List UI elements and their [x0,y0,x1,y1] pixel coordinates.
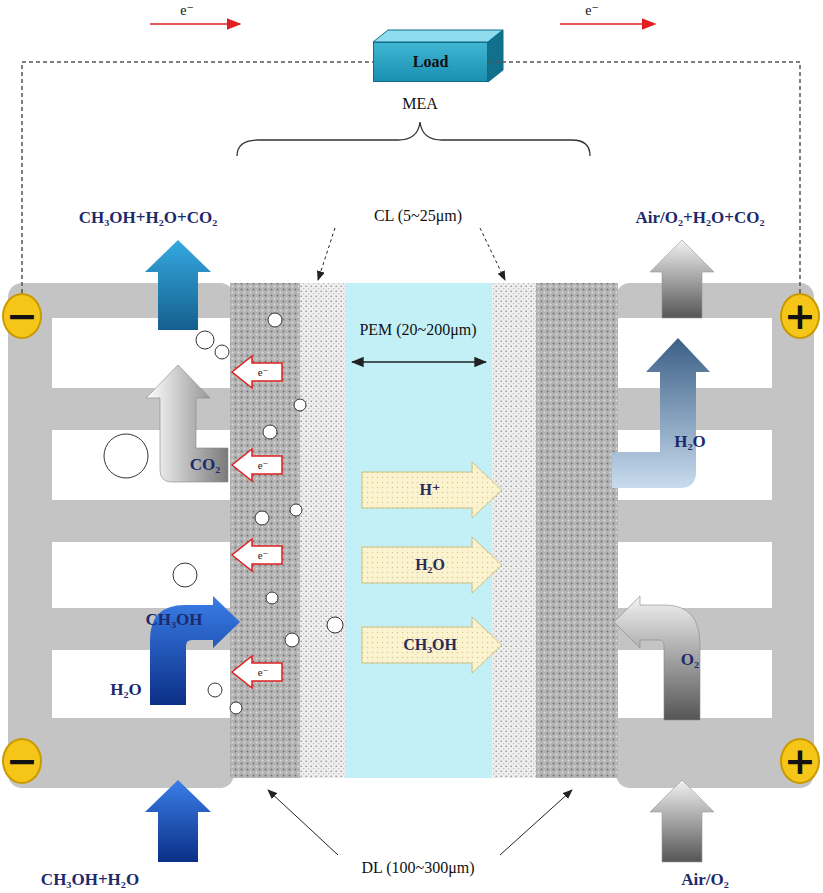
species-label: O₂ [681,651,699,670]
leader-line [318,228,335,280]
electron-label: e⁻ [585,3,599,18]
layer-label: PEM (20~200μm) [353,321,483,339]
membrane-arrows [362,462,502,673]
load-top-face [373,30,503,42]
node-text: + [784,297,816,335]
leader-line [268,790,338,855]
node-text: − [6,297,38,335]
node-text: Load [413,53,449,71]
water-arrow [612,338,710,488]
species-label: CH₃OH [145,611,202,630]
species-label: H⁺ [420,481,441,499]
co2-arrow [146,365,228,482]
negative-terminal: − [2,738,42,784]
species-label: CH₃OH [403,636,457,654]
cathode-outlet-arrow [650,240,714,318]
mea-brace [237,122,590,156]
oxygen-arrow [614,596,700,720]
cathode-diffusion-layer [536,283,618,778]
species-label: CO₂ [190,456,221,475]
cathode-inlet-arrow [650,780,714,862]
cathode-plate [616,283,814,788]
leader-line [480,228,505,280]
anode-outlet-arrow [145,240,211,330]
electron-label: e⁻ [180,3,194,18]
node-text: + [784,742,816,780]
load-side-face [488,30,503,82]
anode-catalyst-layer [300,283,346,778]
species-label: H₂O [674,433,706,452]
leader-line [500,790,572,855]
mea-label: MEA [402,95,438,113]
external-wire [22,62,373,293]
external-wire [488,62,800,293]
electron-label: e⁻ [258,666,269,678]
anode-plate [8,283,234,788]
anode-inlet-arrow [145,780,211,862]
proton-exchange-membrane [346,283,492,778]
positive-terminal: + [780,738,820,784]
electron-label: e⁻ [258,549,269,561]
positive-terminal: + [780,293,820,339]
outlet-label: CH₃OH+H₂O+CO₂ [79,209,218,228]
node-text: − [6,742,38,780]
electron-label: e⁻ [258,366,269,378]
inlet-label: Air/O₂ [681,871,729,890]
outlet-label: Air/O₂+H₂O+CO₂ [635,209,764,228]
negative-terminal: − [2,293,42,339]
species-label: H₂O [415,556,445,574]
dimension-arrow [352,361,486,362]
electron-chevrons [232,356,282,688]
co2-bubbles [104,313,343,714]
electron-arrow [560,23,655,25]
electron-arrow [150,23,240,25]
layer-label: DL (100~300μm) [361,859,474,877]
load-box: Load [373,42,488,82]
layer-label: CL (5~25μm) [374,207,462,225]
cathode-catalyst-layer [492,283,536,778]
anode-diffusion-layer [230,283,300,778]
electron-label: e⁻ [258,459,269,471]
inlet-label: CH₃OH+H₂O [41,871,139,890]
species-label: H₂O [110,681,142,700]
